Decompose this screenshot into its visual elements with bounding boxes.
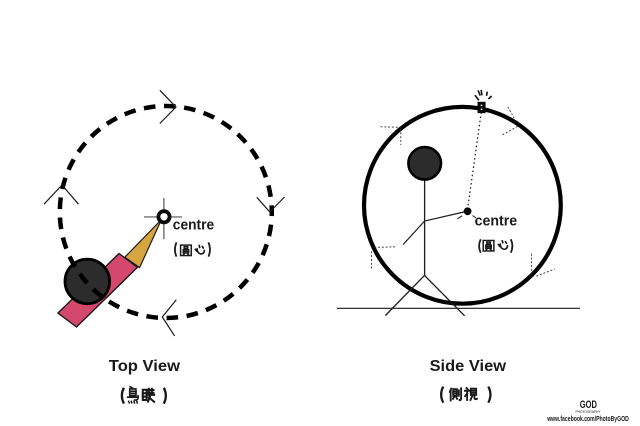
svg-text:www.facebook.com/PhotoByGOD: www.facebook.com/PhotoByGOD bbox=[546, 414, 628, 423]
svg-text:centre: centre bbox=[475, 212, 518, 229]
svg-text:Side View: Side View bbox=[430, 358, 507, 375]
svg-text:GOD: GOD bbox=[580, 399, 597, 411]
svg-text:centre: centre bbox=[173, 217, 214, 234]
svg-text:PHOTOGRAPHY: PHOTOGRAPHY bbox=[576, 409, 601, 414]
svg-text:Top View: Top View bbox=[109, 358, 181, 375]
